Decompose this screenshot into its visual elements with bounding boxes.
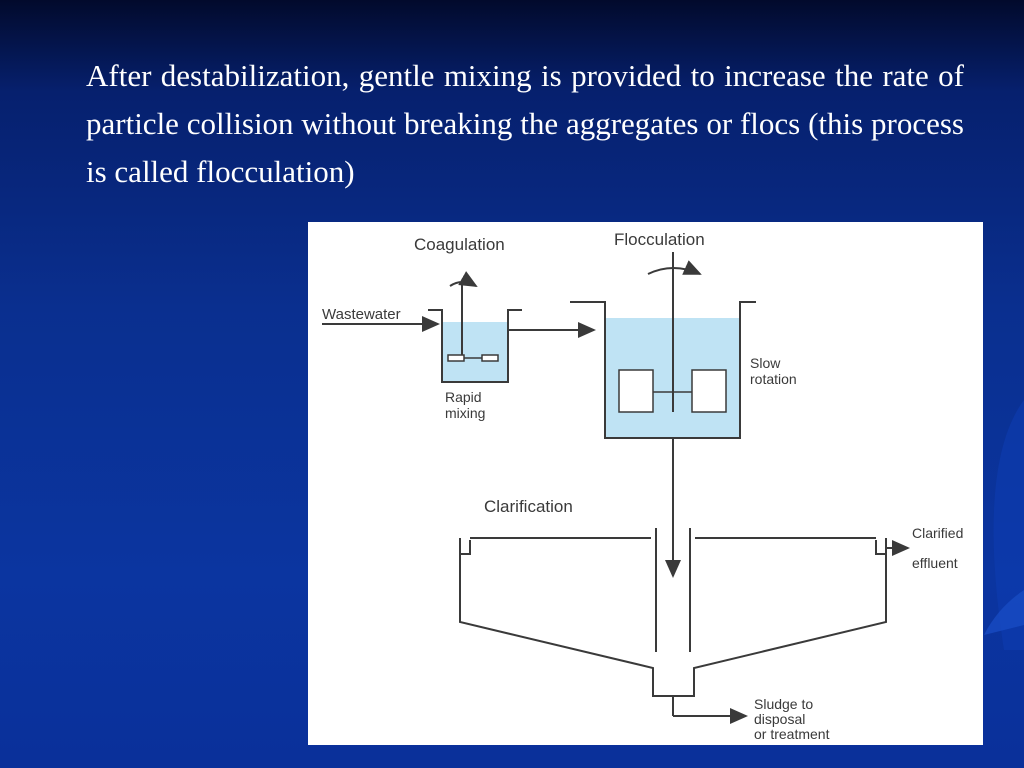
rapid-mixing-label-line2: mixing	[445, 405, 485, 421]
slow-rotation-label-line1: Slow	[750, 355, 781, 371]
flocculation-diagram: Coagulation Flocculation Wastewater Rapi…	[308, 222, 983, 745]
sludge-label-line1: Sludge to	[754, 696, 813, 712]
clarified-effluent-label-line1: Clarified	[912, 525, 963, 541]
sludge-label-line2: disposal	[754, 711, 805, 727]
rapid-mixing-label-line1: Rapid	[445, 389, 482, 405]
flocculation-tank	[570, 252, 756, 439]
coagulation-label: Coagulation	[414, 235, 505, 254]
rapid-mix-tank	[428, 271, 522, 383]
clarified-effluent-label-line2: effluent	[912, 555, 958, 571]
decorative-swoosh	[984, 400, 1024, 650]
flocculation-label: Flocculation	[614, 230, 705, 249]
clarification-label: Clarification	[484, 497, 573, 516]
wastewater-label: Wastewater	[322, 306, 401, 323]
clarifier-tank	[459, 528, 887, 716]
sludge-label-line3: or treatment	[754, 726, 830, 742]
slow-rotation-label-line2: rotation	[750, 371, 797, 387]
bullet-text: After destabilization, gentle mixing is …	[86, 58, 964, 189]
